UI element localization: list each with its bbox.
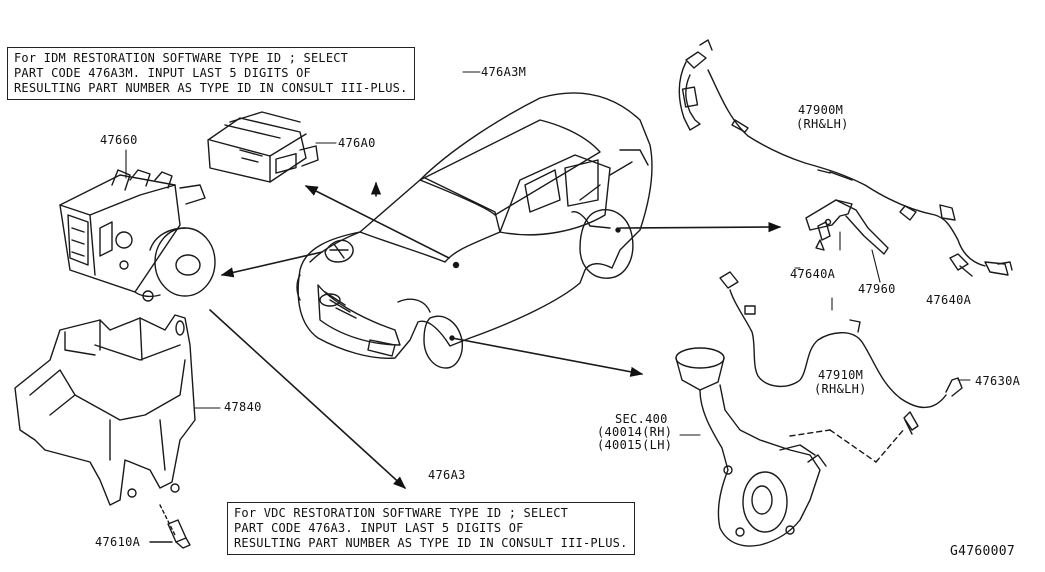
leader-lines [125,71,971,436]
vehicle-illustration [296,92,653,369]
label-sec-40014: (40014(RH) [597,425,673,439]
figure-id: G4760007 [950,544,1016,559]
bolt-47640a-right [949,253,973,277]
vdc-restoration-note: For VDC RESTORATION SOFTWARE TYPE ID ; S… [227,502,635,555]
label-sec-400: SEC.400 [615,412,668,426]
label-47840: 47840 [224,400,262,414]
abs-actuator-47660 [59,169,216,302]
idm-restoration-note: For IDM RESTORATION SOFTWARE TYPE ID ; S… [7,47,415,100]
label-47610a: 47610A [95,535,141,549]
label-47960: 47960 [858,282,896,296]
vdc-note-line-1: For VDC RESTORATION SOFTWARE TYPE ID ; S… [234,506,569,520]
label-47640a-right: 47640A [926,293,972,307]
label-476a3m: 476A3M [481,65,527,79]
front-sensor-47910m [719,271,963,435]
pointer-arrows [209,181,782,489]
idm-note-line-1: For IDM RESTORATION SOFTWARE TYPE ID ; S… [14,51,349,65]
label-47660: 47660 [100,133,138,147]
vdc-note-line-2: PART CODE 476A3. INPUT LAST 5 DIGITS OF [234,521,524,535]
label-47900m: 47900M [798,103,844,117]
ecu-module-476a0 [207,111,319,183]
bolt-47610a [149,504,191,549]
bolt-47640a-left [815,221,831,251]
label-47900m-sub: (RH&LH) [796,117,849,131]
idm-note-line-2: PART CODE 476A3M. INPUT LAST 5 DIGITS OF [14,66,311,80]
rear-sensor-47900m [678,39,1013,276]
vdc-note-line-3: RESULTING PART NUMBER AS TYPE ID IN CONS… [234,536,628,550]
idm-note-line-3: RESULTING PART NUMBER AS TYPE ID IN CONS… [14,81,408,95]
label-47630a: 47630A [975,374,1021,388]
label-sec-40015: (40015(LH) [597,438,673,452]
bracket-47840 [14,314,196,506]
steering-knuckle [675,347,906,547]
label-47910m-sub: (RH&LH) [814,382,867,396]
label-476a0: 476A0 [338,136,376,150]
label-476a3: 476A3 [428,468,466,482]
label-47640a-left: 47640A [790,267,836,281]
label-47910m: 47910M [818,368,864,382]
